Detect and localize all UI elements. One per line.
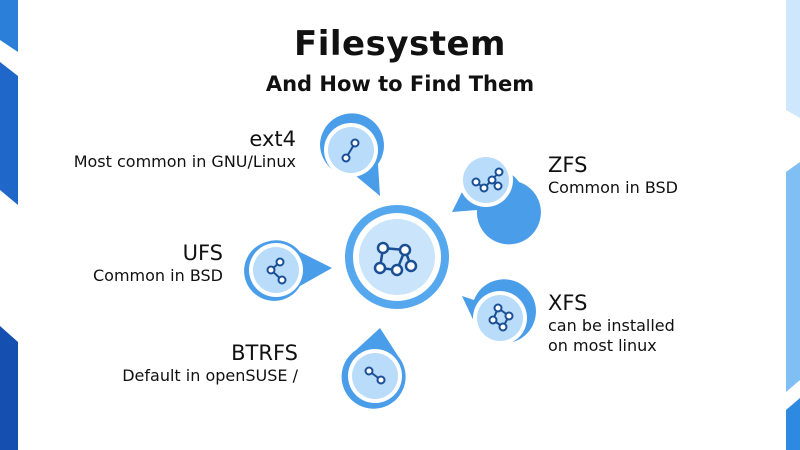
node-label-zfs: ZFS Common in BSD: [548, 152, 678, 198]
network-icon: [471, 167, 504, 193]
node-name: XFS: [548, 291, 588, 315]
xfs-pin: [462, 279, 536, 345]
node-label-ufs: UFS Common in BSD: [93, 240, 223, 286]
node-label-ext4: ext4 Most common in GNU/Linux: [74, 126, 296, 172]
diagram-title: Filesystem: [294, 24, 506, 64]
zfs-pin: [452, 153, 541, 245]
node-name: ZFS: [548, 153, 588, 177]
share-icon: [266, 257, 287, 285]
diagram-subtitle: And How to Find Them: [265, 72, 535, 96]
right-edge-decoration: [786, 0, 800, 450]
node-desc: Common in BSD: [93, 266, 223, 286]
node-name: BTRFS: [231, 341, 298, 365]
left-edge-decoration: [0, 0, 18, 450]
node-desc-line2: on most linux: [548, 336, 657, 356]
link-icon: [364, 366, 386, 385]
node-name: UFS: [182, 241, 223, 265]
link-icon: [341, 138, 360, 163]
node-desc: Common in BSD: [548, 178, 678, 198]
btrfs-pin: [341, 328, 406, 409]
node-name: ext4: [249, 127, 296, 151]
center-hub-node: [345, 205, 449, 309]
ext4-pin: [319, 113, 384, 196]
network-icon: [488, 303, 514, 332]
node-label-xfs: XFS can be installed on most linux: [548, 290, 675, 356]
node-desc: Default in openSUSE /: [122, 366, 298, 386]
node-label-btrfs: BTRFS Default in openSUSE /: [122, 340, 298, 386]
node-desc: Most common in GNU/Linux: [73, 152, 296, 172]
ufs-pin: [244, 240, 332, 301]
node-desc: can be installed: [548, 316, 675, 336]
network-icon: [373, 241, 418, 277]
